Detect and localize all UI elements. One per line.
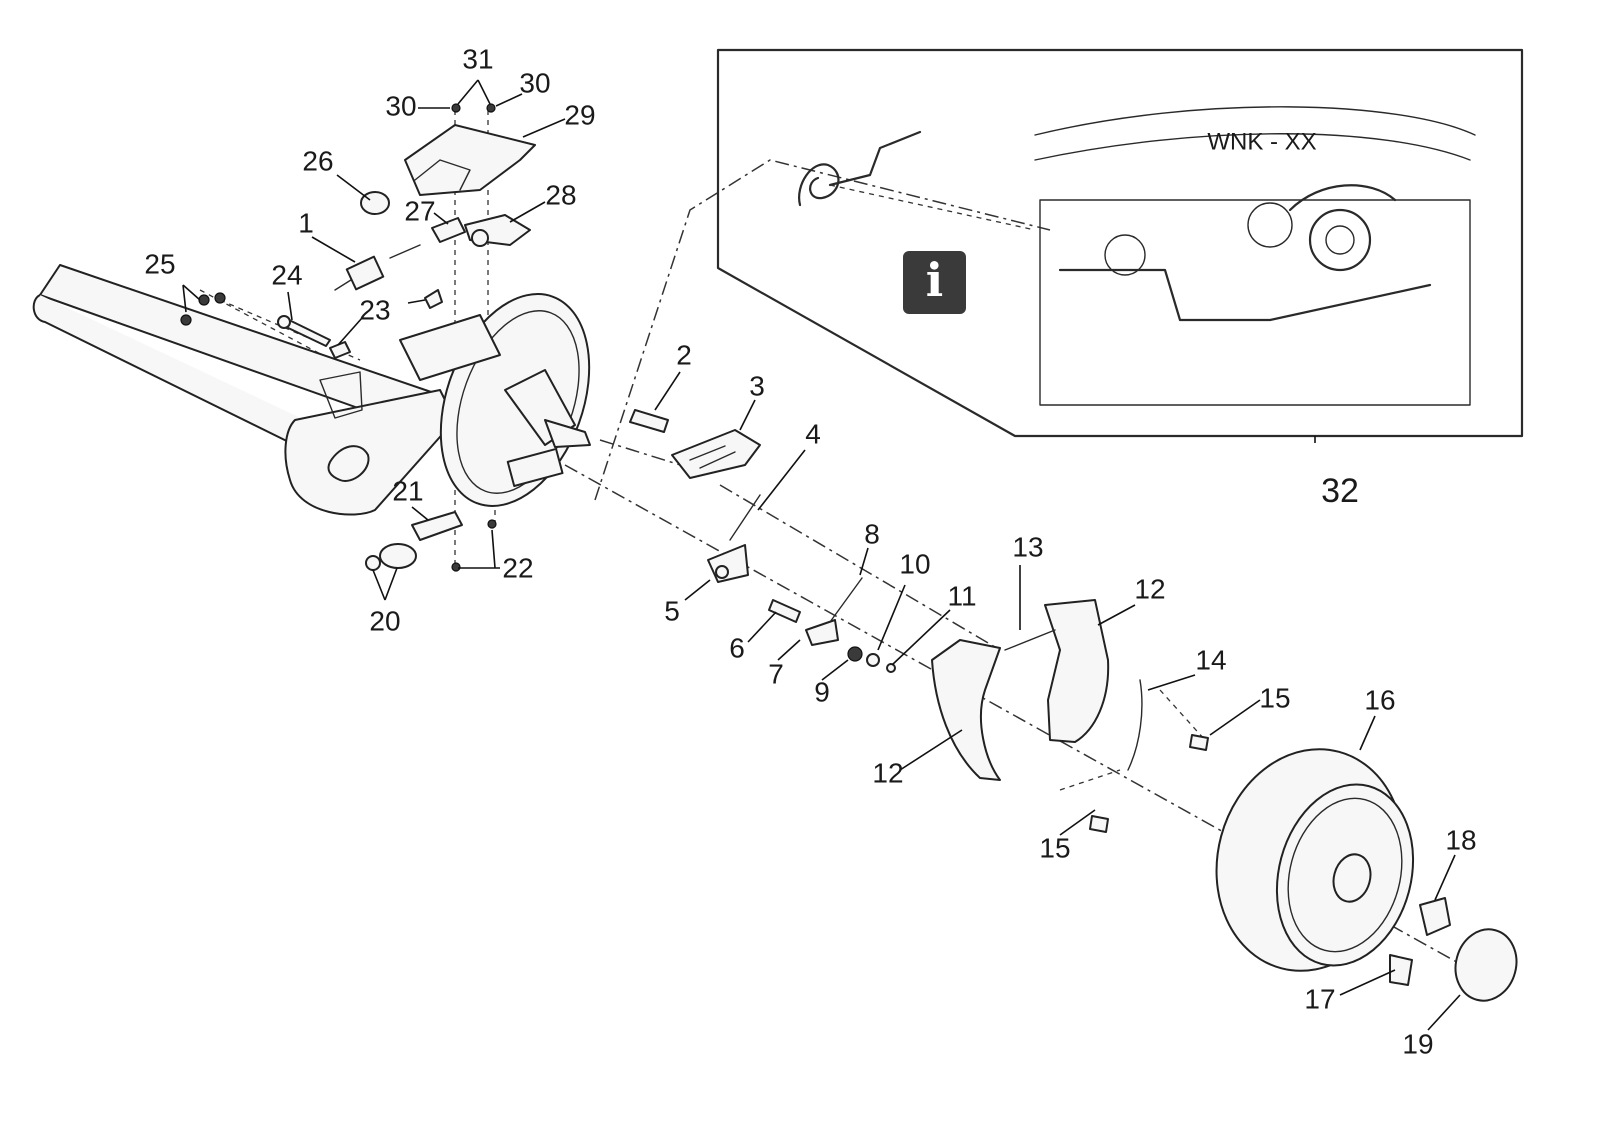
callout-32: 32 xyxy=(1321,472,1359,510)
callout-31: 31 xyxy=(462,43,493,74)
callout-20: 20 xyxy=(369,605,400,636)
brake-drum xyxy=(1215,748,1518,1002)
callout-labels: 1 2 3 4 5 6 7 8 9 10 11 12 12 13 14 15 1… xyxy=(144,43,1476,1059)
callout-9: 9 xyxy=(814,676,830,707)
callout-27: 27 xyxy=(404,195,435,226)
callout-2: 2 xyxy=(676,339,692,370)
callout-18: 18 xyxy=(1445,824,1476,855)
callout-4: 4 xyxy=(805,418,821,449)
callout-12-lower: 12 xyxy=(872,757,903,788)
callout-8: 8 xyxy=(864,518,880,549)
callout-12-upper: 12 xyxy=(1134,573,1165,604)
callout-3: 3 xyxy=(749,370,765,401)
info-icon: i xyxy=(903,251,966,314)
detail-inset: WNK - XX i xyxy=(716,48,1524,438)
callout-25: 25 xyxy=(144,248,175,279)
small-hardware xyxy=(180,103,497,572)
leader-lines xyxy=(182,79,1461,1031)
callout-21: 21 xyxy=(392,475,423,506)
callout-30-right: 30 xyxy=(519,67,550,98)
detail-view xyxy=(1034,106,1476,406)
callout-24: 24 xyxy=(271,259,302,290)
callout-19: 19 xyxy=(1402,1028,1433,1059)
brake-shoes xyxy=(931,599,1209,833)
brake-back-plate xyxy=(399,293,591,507)
callout-1: 1 xyxy=(298,207,314,238)
center-parts xyxy=(629,409,896,673)
wnk-code: WNK - XX xyxy=(1207,128,1316,155)
info-letter: i xyxy=(926,253,943,307)
callout-5: 5 xyxy=(664,595,680,626)
callout-30-left: 30 xyxy=(385,90,416,121)
callout-29: 29 xyxy=(564,99,595,130)
callout-28: 28 xyxy=(545,179,576,210)
callout-26: 26 xyxy=(302,145,333,176)
callout-6: 6 xyxy=(729,632,745,663)
callout-14: 14 xyxy=(1195,644,1226,675)
axle-arm xyxy=(32,264,456,516)
lever-housing-parts xyxy=(334,124,536,291)
callout-13: 13 xyxy=(1012,531,1043,562)
callout-16: 16 xyxy=(1364,684,1395,715)
callout-22: 22 xyxy=(502,552,533,583)
callout-10: 10 xyxy=(899,548,930,579)
torsion-spring xyxy=(798,130,922,207)
callout-7: 7 xyxy=(768,658,784,689)
callout-11: 11 xyxy=(947,580,976,611)
callout-23: 23 xyxy=(359,294,390,325)
callout-17: 17 xyxy=(1304,983,1335,1014)
callout-15-lower: 15 xyxy=(1039,832,1070,863)
callout-15-upper: 15 xyxy=(1259,682,1290,713)
